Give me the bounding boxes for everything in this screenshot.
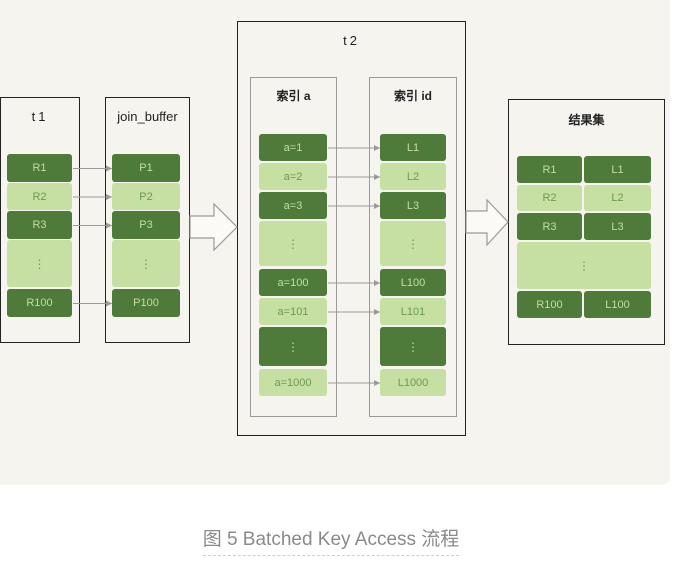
t1-row-2: R2	[7, 183, 72, 210]
t1-row-3: R3	[7, 211, 72, 239]
result-set: 结果集 R1 L1 R2 L2 R3 L3 ⋮ R100 L100	[508, 99, 665, 345]
join-buffer-row-3: P3	[112, 211, 180, 239]
result-row-1-l: L1	[584, 156, 651, 183]
index-id-row-ellipsis-2: ⋮	[380, 327, 446, 366]
join-buffer-row-100: P100	[112, 289, 180, 317]
index-id-row-ellipsis-1: ⋮	[380, 221, 446, 266]
index-id: 索引 id L1 L2 L3 ⋮ L100 L101 ⋮ L1000	[369, 77, 457, 417]
result-row-100-l: L100	[584, 291, 651, 318]
result-row-2-r: R2	[517, 185, 582, 211]
index-id-row-1: L1	[380, 134, 446, 161]
index-id-row-100: L100	[380, 269, 446, 296]
index-a-row-3: a=3	[259, 192, 327, 219]
index-a-row-1: a=1	[259, 134, 327, 161]
index-id-row-1000: L1000	[380, 369, 446, 396]
index-id-row-3: L3	[380, 192, 446, 219]
join-buffer: join_buffer P1 P2 P3 ⋮ P100	[105, 97, 190, 343]
result-row-1-r: R1	[517, 156, 582, 183]
index-a: 索引 a a=1 a=2 a=3 ⋮ a=100 a=101 ⋮ a=1000	[250, 77, 337, 417]
index-a-title: 索引 a	[276, 89, 311, 103]
index-id-row-101: L101	[380, 298, 446, 325]
table-t1: t1 R1 R2 R3 ⋮ R100	[0, 97, 80, 343]
join-buffer-row-2: P2	[112, 183, 180, 210]
result-row-3-l: L3	[584, 213, 651, 240]
result-row-3-r: R3	[517, 213, 582, 240]
caption-container: 图 5 Batched Key Access 流程	[0, 528, 662, 556]
table-t1-title: t1	[31, 109, 49, 124]
index-a-row-ellipsis-1: ⋮	[259, 221, 327, 266]
join-buffer-title: join_buffer	[117, 109, 178, 124]
index-a-row-100: a=100	[259, 269, 327, 296]
t1-row-100: R100	[7, 289, 72, 317]
index-a-row-1000: a=1000	[259, 369, 327, 396]
result-row-ellipsis: ⋮	[517, 242, 651, 289]
result-row-100-r: R100	[517, 291, 582, 318]
index-a-row-ellipsis-2: ⋮	[259, 327, 327, 366]
table-t2-title: t2	[343, 33, 360, 48]
table-t2: t2 索引 a a=1 a=2 a=3 ⋮ a=100 a=101 ⋮ a=10…	[237, 21, 466, 436]
join-buffer-row-1: P1	[112, 154, 180, 182]
index-id-row-2: L2	[380, 163, 446, 190]
index-a-row-2: a=2	[259, 163, 327, 190]
t1-row-1: R1	[7, 154, 72, 182]
index-a-row-101: a=101	[259, 298, 327, 325]
figure-caption: 图 5 Batched Key Access 流程	[202, 528, 460, 556]
index-id-title: 索引 id	[394, 89, 432, 103]
result-row-2-l: L2	[584, 185, 651, 211]
t1-row-ellipsis: ⋮	[7, 240, 72, 287]
result-set-title: 结果集	[568, 113, 605, 127]
join-buffer-row-ellipsis: ⋮	[112, 240, 180, 287]
